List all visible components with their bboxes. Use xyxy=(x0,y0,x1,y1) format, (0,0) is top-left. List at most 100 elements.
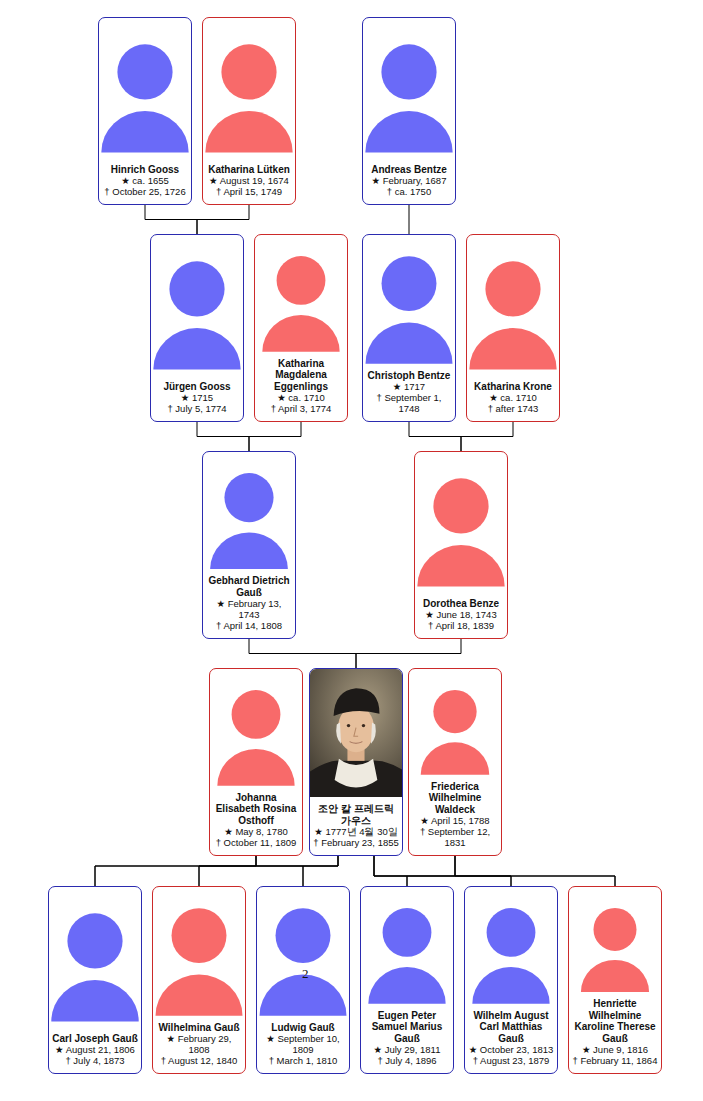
parent-child-connector xyxy=(374,856,511,886)
person-name: Katharina Magdalena Eggenlings xyxy=(258,358,344,393)
person-text: Friederica Wilhelmine Waldeck★ April 15,… xyxy=(412,781,498,849)
person-name: Ludwig Gauß xyxy=(260,1022,346,1034)
person-text: Katharina Magdalena Eggenlings★ ca. 1710… xyxy=(258,358,344,415)
parent-child-connector xyxy=(249,422,301,451)
person-box: Hinrich Gooss★ ca. 1655† October 25, 172… xyxy=(98,17,192,205)
person-icon xyxy=(255,255,347,352)
person-text: Carl Joseph Gauß★ August 21, 1806† July … xyxy=(52,1033,138,1067)
death-date: † after 1743 xyxy=(470,404,556,415)
death-date: † April 15, 1749 xyxy=(206,187,292,198)
person-name: Katharina Krone xyxy=(470,381,556,393)
parent-child-connector xyxy=(197,205,249,234)
birth-date: ★ June 9, 1816 xyxy=(572,1045,658,1056)
parent-child-connector xyxy=(409,205,410,234)
parent-child-connector xyxy=(197,422,249,451)
person-box: Henriette Wilhelmine Karoline Therese Ga… xyxy=(568,886,662,1074)
birth-date: ★ ca. 1655 xyxy=(102,176,188,187)
person-box: Dorothea Benze★ June 18, 1743† April 18,… xyxy=(414,451,508,639)
person-name: Eugen Peter Samuel Marius Gauß xyxy=(364,1010,450,1045)
person-name: Johanna Elisabeth Rosina Osthoff xyxy=(213,792,299,827)
person-icon xyxy=(569,907,661,992)
person-name: Katharina Lütken xyxy=(206,164,292,176)
page-number: 2 xyxy=(302,966,309,982)
person-text: Dorothea Benze★ June 18, 1743† April 18,… xyxy=(418,598,504,632)
person-text: Wilhelm August Carl Matthias Gauß★ Octob… xyxy=(468,1010,554,1067)
birth-date: ★ July 29, 1811 xyxy=(364,1045,450,1056)
parent-child-connector xyxy=(374,856,615,886)
parent-child-connector xyxy=(356,639,461,668)
person-box: Carl Joseph Gauß★ August 21, 1806† July … xyxy=(48,886,142,1074)
parent-child-connector xyxy=(455,856,511,886)
death-date: † April 14, 1808 xyxy=(206,621,292,632)
person-text: Katharina Lütken★ August 19, 1674† April… xyxy=(206,164,292,198)
birth-date: ★ 1777년 4월 30일 xyxy=(313,827,399,838)
death-date: † October 11, 1809 xyxy=(213,838,299,849)
person-icon xyxy=(153,907,245,1016)
death-date: † April 18, 1839 xyxy=(418,621,504,632)
birth-date: ★ June 18, 1743 xyxy=(418,610,504,621)
death-date: † ca. 1750 xyxy=(366,187,452,198)
birth-date: ★ August 19, 1674 xyxy=(206,176,292,187)
person-name: Carl Joseph Gauß xyxy=(52,1033,138,1045)
person-icon xyxy=(465,907,557,1004)
person-box: Jürgen Gooss★ 1715† July 5, 1774 xyxy=(150,234,244,422)
person-icon xyxy=(49,907,141,1027)
person-text: Katharina Krone★ ca. 1710† after 1743 xyxy=(470,381,556,415)
parent-child-connector xyxy=(199,856,256,886)
person-box: Katharina Krone★ ca. 1710† after 1743 xyxy=(466,234,560,422)
person-icon xyxy=(409,689,501,775)
person-box: Wilhelmina Gauß★ February 29, 1808† Augu… xyxy=(152,886,246,1074)
person-text: Gebhard Dietrich Gauß★ February 13, 1743… xyxy=(206,575,292,632)
parent-child-connector xyxy=(199,856,338,886)
person-name: Wilhelm August Carl Matthias Gauß xyxy=(468,1010,554,1045)
person-text: Andreas Bentze★ February, 1687† ca. 1750 xyxy=(366,164,452,198)
person-name: Jürgen Gooss xyxy=(154,381,240,393)
person-box: Eugen Peter Samuel Marius Gauß★ July 29,… xyxy=(360,886,454,1074)
person-icon xyxy=(415,472,507,592)
person-name: Henriette Wilhelmine Karoline Therese Ga… xyxy=(572,998,658,1044)
person-box: Katharina Lütken★ August 19, 1674† April… xyxy=(202,17,296,205)
person-name: 조안 칼 프레드릭 가우스 xyxy=(313,803,399,826)
person-icon xyxy=(203,472,295,569)
person-name: Friederica Wilhelmine Waldeck xyxy=(412,781,498,816)
person-icon xyxy=(467,255,559,375)
parent-child-connector xyxy=(256,856,303,886)
person-box: Christoph Bentze★ 1717† September 1, 174… xyxy=(362,234,456,422)
person-text: Wilhelmina Gauß★ February 29, 1808† Augu… xyxy=(156,1022,242,1067)
person-icon xyxy=(151,255,243,375)
person-icon xyxy=(363,38,455,158)
parent-child-connector xyxy=(145,205,197,234)
birth-date: ★ 1715 xyxy=(154,393,240,404)
person-name: Wilhelmina Gauß xyxy=(156,1022,242,1034)
person-box: Friederica Wilhelmine Waldeck★ April 15,… xyxy=(408,668,502,856)
person-box: Andreas Bentze★ February, 1687† ca. 1750 xyxy=(362,17,456,205)
person-box: Johanna Elisabeth Rosina Osthoff★ May 8,… xyxy=(209,668,303,856)
death-date: † July 4, 1896 xyxy=(364,1056,450,1067)
parent-child-connector xyxy=(407,856,455,886)
death-date: † August 12, 1840 xyxy=(156,1056,242,1067)
birth-date: ★ ca. 1710 xyxy=(470,393,556,404)
person-text: 조안 칼 프레드릭 가우스★ 1777년 4월 30일† February 23… xyxy=(313,803,399,849)
birth-date: ★ August 21, 1806 xyxy=(52,1045,138,1056)
parent-child-connector xyxy=(95,856,338,886)
death-date: † July 4, 1873 xyxy=(52,1056,138,1067)
death-date: † August 23, 1879 xyxy=(468,1056,554,1067)
birth-date: ★ 1717 xyxy=(366,382,452,393)
birth-date: ★ February, 1687 xyxy=(366,176,452,187)
death-date: † July 5, 1774 xyxy=(154,404,240,415)
birth-date: ★ May 8, 1780 xyxy=(213,827,299,838)
person-text: Johanna Elisabeth Rosina Osthoff★ May 8,… xyxy=(213,792,299,849)
death-date: † March 1, 1810 xyxy=(260,1056,346,1067)
person-text: Eugen Peter Samuel Marius Gauß★ July 29,… xyxy=(364,1010,450,1067)
person-text: Jürgen Gooss★ 1715† July 5, 1774 xyxy=(154,381,240,415)
death-date: † October 25, 1726 xyxy=(102,187,188,198)
person-name: Gebhard Dietrich Gauß xyxy=(206,575,292,598)
birth-date: ★ September 10, 1809 xyxy=(260,1034,346,1056)
person-text: Christoph Bentze★ 1717† September 1, 174… xyxy=(366,370,452,415)
parent-child-connector xyxy=(249,639,356,668)
person-text: Ludwig Gauß★ September 10, 1809† March 1… xyxy=(260,1022,346,1067)
person-icon xyxy=(203,38,295,158)
parent-child-connector xyxy=(374,856,407,886)
person-icon xyxy=(99,38,191,158)
